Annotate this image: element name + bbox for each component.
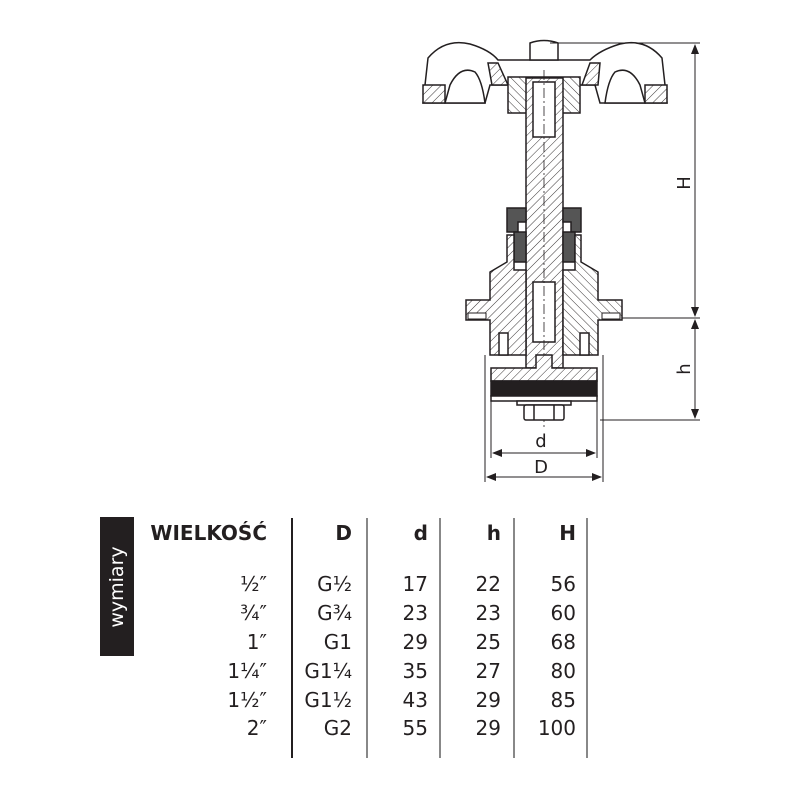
cell-D: G¾	[317, 601, 352, 625]
dimensions	[484, 42, 700, 482]
header-h: h	[486, 521, 501, 545]
stem	[525, 70, 564, 430]
valve-section-drawing: H h d D	[422, 39, 700, 482]
cell-h: 27	[475, 659, 501, 683]
dimensions-side-tab: wymiary	[100, 517, 134, 656]
cell-size: ½″	[240, 572, 267, 596]
cell-size: 1½″	[227, 688, 267, 712]
column-divider	[586, 518, 588, 758]
cell-H: 100	[537, 716, 576, 740]
header-d: d	[413, 521, 428, 545]
column-divider	[291, 518, 293, 758]
cell-D: G1½	[304, 688, 352, 712]
cell-h: 23	[475, 601, 501, 625]
dim-label-D: D	[534, 457, 548, 478]
header-D: D	[335, 521, 352, 545]
dim-label-H: H	[674, 176, 695, 190]
cell-d: 55	[402, 716, 428, 740]
header-H: H	[559, 521, 576, 545]
cell-H: 68	[550, 630, 576, 654]
side-label: wymiary	[106, 545, 128, 628]
cell-d: 29	[402, 630, 428, 654]
dim-label-d: d	[535, 431, 546, 452]
gland-nut	[506, 207, 582, 263]
column-divider	[366, 518, 368, 758]
cell-H: 60	[550, 601, 576, 625]
cell-H: 56	[550, 572, 576, 596]
valve-disc	[490, 354, 598, 421]
cell-size: ¾″	[240, 601, 267, 625]
cell-D: G1¼	[304, 659, 352, 683]
cell-d: 17	[402, 572, 428, 596]
cell-D: G½	[317, 572, 352, 596]
cell-d: 35	[402, 659, 428, 683]
valve-body	[465, 234, 623, 356]
cell-d: 23	[402, 601, 428, 625]
cell-h: 29	[475, 716, 501, 740]
header-size: WIELKOŚĆ	[150, 521, 267, 545]
cell-h: 29	[475, 688, 501, 712]
cell-d: 43	[402, 688, 428, 712]
cell-h: 25	[475, 630, 501, 654]
column-divider	[439, 518, 441, 758]
dim-label-h: h	[674, 363, 695, 374]
cell-size: 1″	[246, 630, 267, 654]
cell-h: 22	[475, 572, 501, 596]
cell-size: 2″	[246, 716, 267, 740]
column-divider	[513, 518, 515, 758]
cell-H: 85	[550, 688, 576, 712]
cell-H: 80	[550, 659, 576, 683]
cell-D: G2	[323, 716, 352, 740]
cell-size: 1¼″	[227, 659, 267, 683]
cell-D: G1	[323, 630, 352, 654]
